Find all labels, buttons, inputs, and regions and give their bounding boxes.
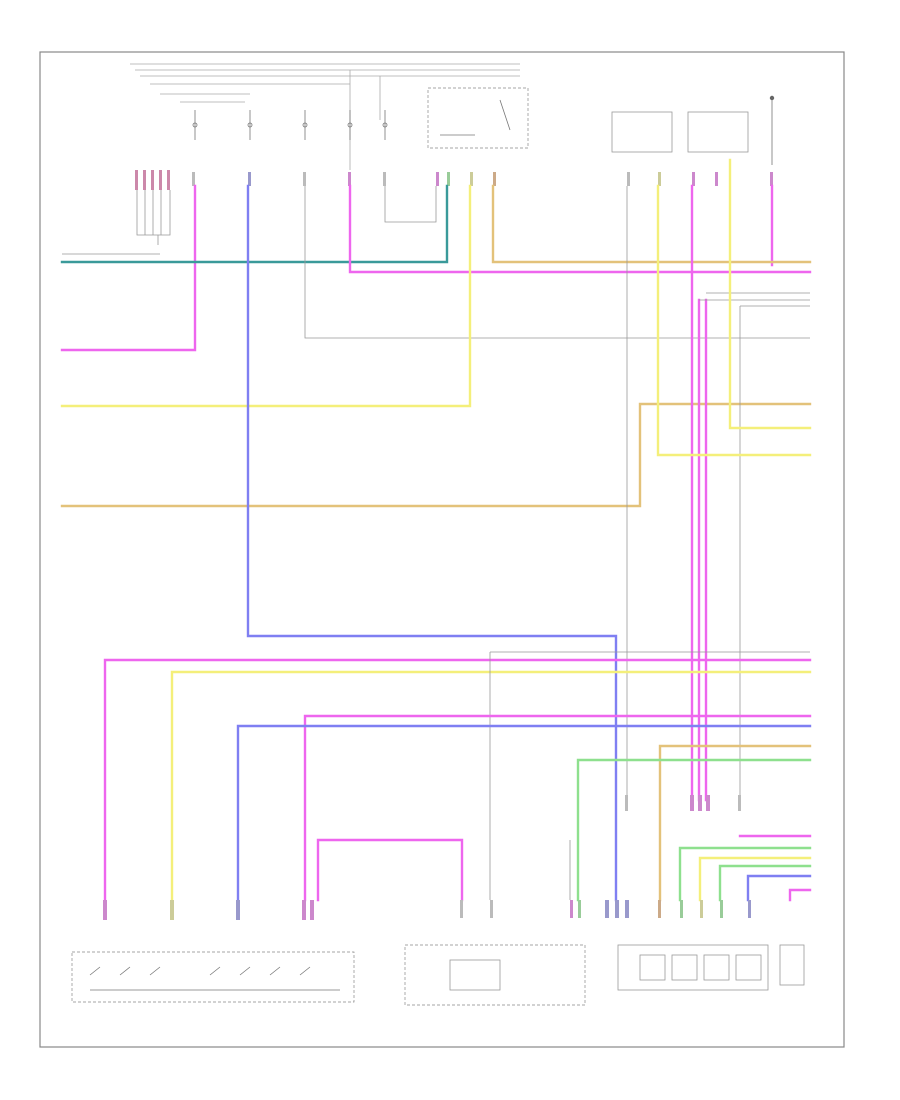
wire-pink-bottom	[103, 658, 812, 902]
shift-solenoid	[617, 944, 805, 991]
wire-pink-left	[60, 184, 197, 352]
wire-pink-sensor	[303, 714, 812, 902]
diagram-frame	[39, 51, 845, 1048]
connectors-bottom	[103, 795, 751, 920]
wire-yellow-bottom	[170, 670, 812, 902]
fuse	[192, 110, 198, 140]
wire-blue-long	[246, 184, 618, 902]
wire-green-sol1	[678, 846, 812, 902]
wire-orange-mid	[60, 402, 812, 508]
wire-yellow-right	[728, 158, 812, 430]
wire-pink-top	[348, 184, 812, 274]
wire-orange-top	[491, 184, 812, 264]
fuse	[347, 110, 353, 140]
wire-yellow-sol	[698, 856, 812, 902]
fuse	[382, 110, 388, 140]
wire-orange-low	[658, 744, 812, 902]
fuse-group	[192, 110, 388, 140]
middle-module	[404, 944, 586, 1006]
fuse	[302, 110, 308, 140]
wire-teal	[60, 184, 449, 264]
connectors-top	[135, 170, 773, 190]
wire-green-sol2	[718, 864, 812, 902]
fuse	[247, 110, 253, 140]
wire-blue-sol	[746, 874, 812, 902]
digital-sensor	[71, 951, 355, 1003]
wire-pink-sol2	[788, 888, 812, 902]
relay-cluster	[427, 87, 775, 165]
wire-green-low	[576, 758, 812, 902]
wire-blue-sensor	[236, 724, 812, 902]
wire-yellow-658	[656, 184, 812, 457]
wire-gray	[304, 186, 810, 339]
top-bus	[130, 63, 520, 170]
wire-yellow-mid	[60, 184, 472, 408]
wire-pink-short	[316, 838, 464, 902]
